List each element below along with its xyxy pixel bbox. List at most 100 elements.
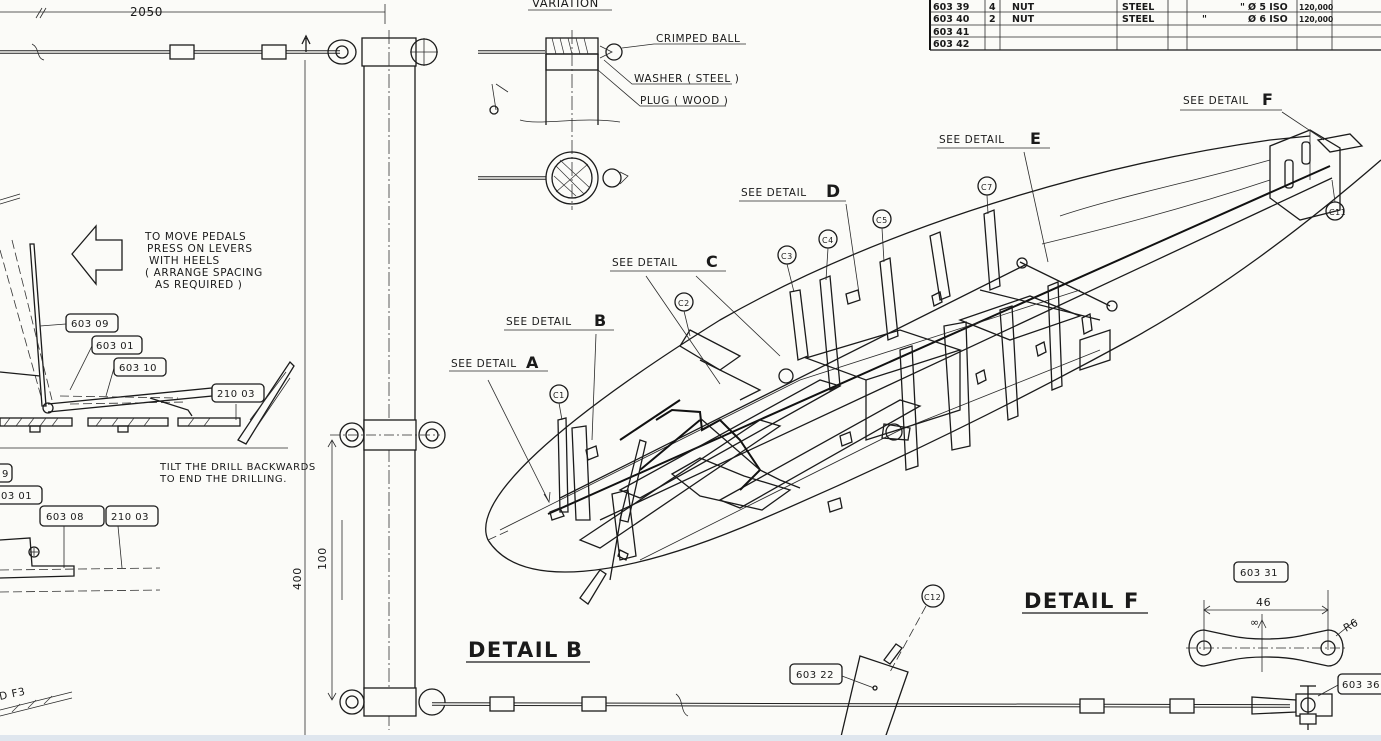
svg-text:C5: C5 bbox=[876, 216, 888, 225]
ditto-mark: " bbox=[1202, 14, 1207, 25]
quantity: 4 bbox=[989, 2, 996, 13]
svg-text:SEE DETAIL: SEE DETAIL bbox=[741, 187, 807, 199]
station-callout-c12: C12 bbox=[921, 584, 945, 608]
pedal-detail: TO MOVE PEDALS PRESS ON LEVERS WITH HEEL… bbox=[0, 193, 316, 485]
washer-label: WASHER ( STEEL ) bbox=[634, 73, 739, 85]
svg-text:C3: C3 bbox=[781, 252, 793, 261]
detail-f-title: DETAIL bbox=[1024, 589, 1115, 613]
detail-f-section: DETAIL F 603 31 46 ∞ R6 603 36 bbox=[1022, 561, 1381, 697]
part-label-60331: 603 31 bbox=[1240, 568, 1278, 579]
infinity-mark: ∞ bbox=[1250, 616, 1260, 629]
svg-text:SEE DETAIL: SEE DETAIL bbox=[939, 134, 1005, 146]
quantity: 2 bbox=[989, 14, 996, 25]
svg-text:TO END THE DRILLING.: TO END THE DRILLING. bbox=[159, 474, 287, 485]
svg-text:PRESS ON LEVERS: PRESS ON LEVERS bbox=[147, 243, 253, 255]
material: STEEL bbox=[1122, 2, 1154, 13]
svg-text:C11: C11 bbox=[1329, 208, 1346, 217]
svg-text:D: D bbox=[826, 182, 842, 202]
parts-table: 603 39 4 NUT STEEL " Ø 5 ISO 120,000 603… bbox=[929, 0, 1381, 51]
station-callout-c5: C5 bbox=[872, 209, 892, 263]
f3-label: D F3 bbox=[0, 686, 27, 703]
svg-text:TILT THE DRILL BACKWARDS: TILT THE DRILL BACKWARDS bbox=[159, 462, 316, 473]
svg-text:C4: C4 bbox=[822, 236, 834, 245]
see-detail-b: SEE DETAIL B bbox=[504, 311, 614, 441]
svg-text:A: A bbox=[526, 353, 540, 372]
part-label-21003: 210 03 bbox=[217, 389, 255, 400]
svg-text:C12: C12 bbox=[924, 593, 941, 602]
crimped-ball-label: CRIMPED BALL bbox=[656, 33, 740, 45]
part-number: 603 40 bbox=[933, 14, 970, 25]
part-number: 603 39 bbox=[933, 2, 969, 13]
station-callout-c1: C1 bbox=[549, 384, 569, 421]
dimension-2050: 2050 bbox=[130, 5, 163, 19]
fuselage-isometric-view: C1 C2 C3 C4 C5 C7 C1 bbox=[449, 90, 1381, 605]
svg-text:AS REQUIRED ): AS REQUIRED ) bbox=[155, 279, 242, 291]
see-detail-a: SEE DETAIL A bbox=[449, 353, 551, 504]
dimension-400: 400 bbox=[291, 567, 304, 590]
see-detail-c: SEE DETAIL C bbox=[610, 252, 781, 385]
viewer-status-bar bbox=[0, 735, 1381, 741]
part-name: NUT bbox=[1012, 2, 1035, 13]
svg-text:SEE DETAIL: SEE DETAIL bbox=[612, 257, 678, 269]
table-row: 603 41 bbox=[933, 27, 969, 38]
svg-text:C: C bbox=[706, 252, 719, 271]
tilt-drill-note: TILT THE DRILL BACKWARDS TO END THE DRIL… bbox=[159, 462, 316, 485]
svg-text:C2: C2 bbox=[678, 299, 690, 308]
part-label-21003-b: 210 03 bbox=[111, 512, 149, 523]
dimension-100: 100 bbox=[316, 547, 329, 570]
svg-text:SEE DETAIL: SEE DETAIL bbox=[506, 316, 572, 328]
radius-r6: R6 bbox=[1342, 617, 1361, 635]
svg-text:SEE DETAIL: SEE DETAIL bbox=[1183, 95, 1249, 107]
bottom-cable-assembly bbox=[431, 685, 1333, 730]
svg-text:SEE DETAIL: SEE DETAIL bbox=[451, 358, 517, 370]
see-detail-f: SEE DETAIL F bbox=[1180, 90, 1325, 141]
station-callout-c7: C7 bbox=[977, 176, 997, 215]
top-cable-assembly: 2050 bbox=[0, 4, 438, 67]
material: STEEL bbox=[1122, 14, 1154, 25]
svg-text:( ARRANGE SPACING: ( ARRANGE SPACING bbox=[145, 267, 263, 279]
table-row: 603 40 2 NUT STEEL " Ø 6 ISO 120,000 bbox=[933, 14, 1333, 25]
table-row: 603 42 bbox=[933, 39, 969, 50]
detail-b-letter: B bbox=[566, 638, 584, 662]
svg-text:C7: C7 bbox=[981, 183, 993, 192]
part-name: NUT bbox=[1012, 14, 1035, 25]
see-detail-d: SEE DETAIL D bbox=[739, 182, 861, 301]
svg-text:C1: C1 bbox=[553, 391, 565, 400]
table-row: 603 39 4 NUT STEEL " Ø 5 ISO 120,000 bbox=[933, 2, 1333, 13]
pedal-instruction-note: TO MOVE PEDALS PRESS ON LEVERS WITH HEEL… bbox=[144, 231, 263, 291]
part-number: 603 41 bbox=[933, 27, 969, 38]
svg-text:E: E bbox=[1030, 129, 1042, 148]
part-label-60322: 603 22 bbox=[796, 670, 834, 681]
part-label-60336: 603 36 bbox=[1342, 680, 1380, 691]
plug-label: PLUG ( WOOD ) bbox=[640, 95, 728, 107]
svg-text:F: F bbox=[1262, 90, 1274, 109]
reference: 120,000 bbox=[1299, 15, 1333, 24]
detail-f-letter: F bbox=[1124, 589, 1140, 613]
lower-left-detail: 9 03 01 603 08 210 03 D F3 bbox=[0, 463, 161, 717]
station-callout-c2: C2 bbox=[674, 292, 694, 337]
part-label-60301: 603 01 bbox=[96, 341, 134, 352]
vertical-tube-assembly: 400 100 bbox=[291, 30, 446, 741]
ditto-mark: " bbox=[1240, 2, 1245, 13]
part-label-60308: 603 08 bbox=[46, 512, 84, 523]
svg-text:TO MOVE PEDALS: TO MOVE PEDALS bbox=[144, 231, 246, 243]
station-callout-c4: C4 bbox=[818, 229, 838, 281]
dimension-46: 46 bbox=[1256, 596, 1271, 609]
variation-title: VARIATION bbox=[532, 0, 599, 10]
detail-b-section: DETAIL B C12 603 22 bbox=[466, 584, 945, 741]
station-callout-c11: C11 bbox=[1325, 179, 1346, 221]
detail-b-title: DETAIL bbox=[468, 638, 559, 662]
part-label-60310: 603 10 bbox=[119, 363, 157, 374]
station-callout-c3: C3 bbox=[777, 245, 797, 293]
part-label-0301: 03 01 bbox=[1, 491, 32, 502]
see-detail-e: SEE DETAIL E bbox=[937, 129, 1050, 263]
part-label-9: 9 bbox=[2, 469, 9, 480]
specification: Ø 6 ISO bbox=[1248, 14, 1288, 25]
svg-text:B: B bbox=[594, 311, 608, 330]
reference: 120,000 bbox=[1299, 3, 1333, 12]
variation-detail: VARIATION CRIMPED BALL WASHER ( STEEL ) … bbox=[478, 0, 746, 210]
svg-text:WITH HEELS: WITH HEELS bbox=[149, 255, 220, 267]
specification: Ø 5 ISO bbox=[1248, 2, 1288, 13]
